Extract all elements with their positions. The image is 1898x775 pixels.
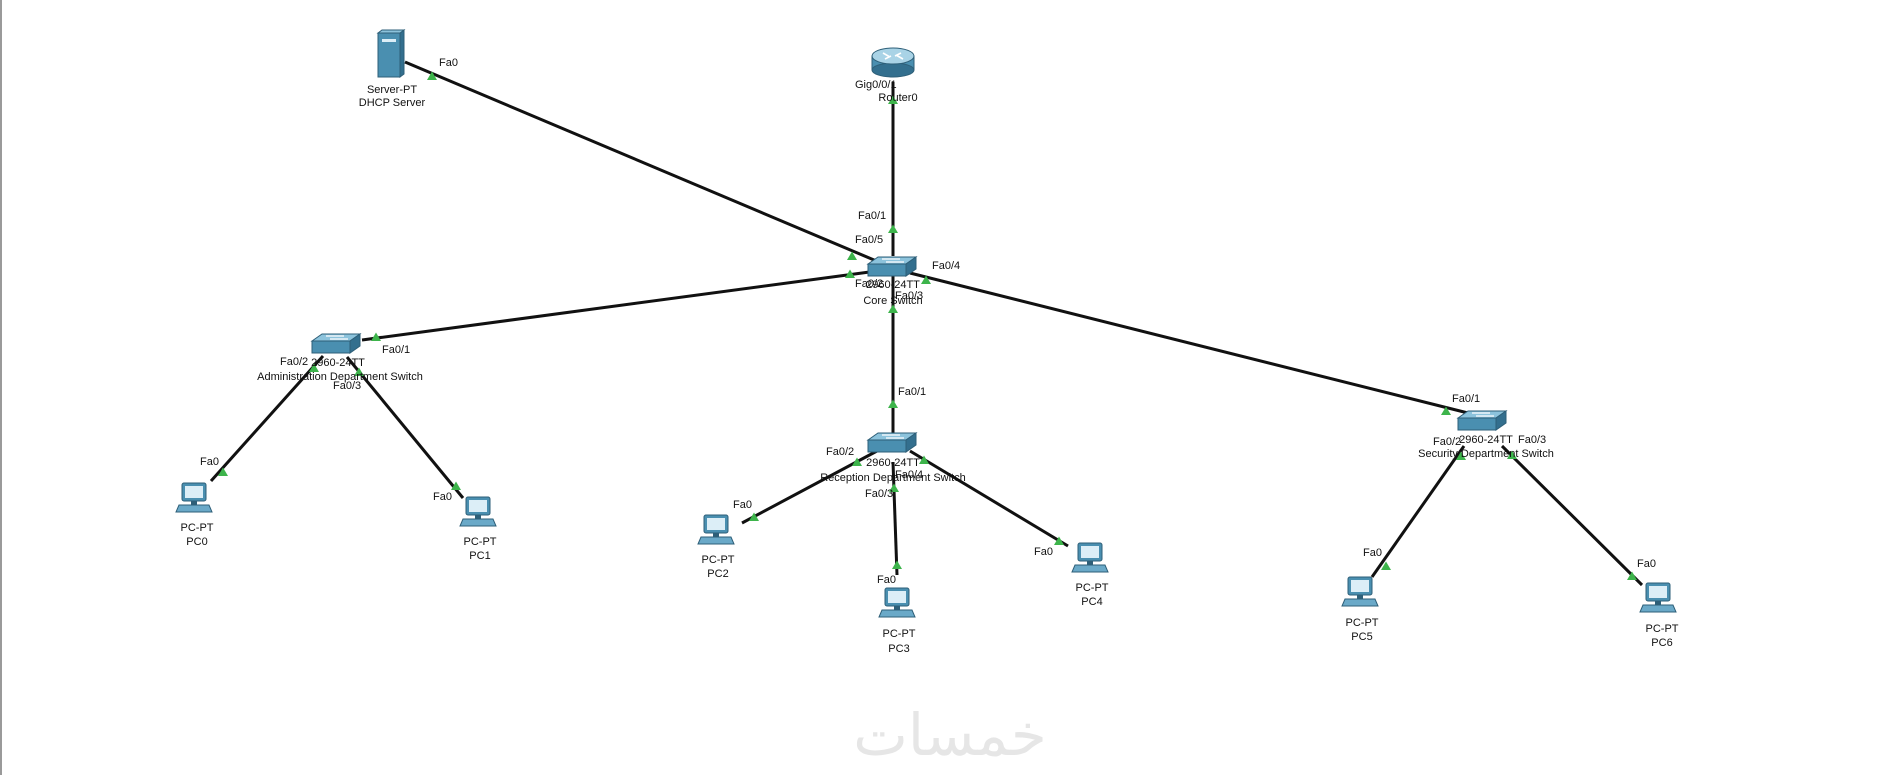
pc-icon — [1341, 576, 1379, 607]
port-label: Fa0/2 — [1433, 436, 1461, 448]
device-model-label: PC-PT — [1346, 617, 1379, 629]
device-model-label: PC-PT — [1646, 623, 1679, 635]
pc-icon — [175, 482, 213, 513]
port-label: Fa0/2 — [826, 446, 854, 458]
device-pc4[interactable]: PC-PT PC4 — [1071, 542, 1109, 608]
port-label: Fa0/4 — [895, 469, 923, 481]
device-model-label: 2960-24TT — [866, 457, 920, 469]
link-reception-pc4[interactable] — [909, 449, 1069, 548]
link-admin-pc0[interactable] — [209, 354, 325, 483]
port-labels: Fa0 Gig0/0/1 Fa0/1 Fa0/5 Fa0/4 Fa0/2 Fa0… — [200, 57, 1656, 586]
device-core-switch[interactable]: 2960-24TT Core Switch — [863, 256, 923, 307]
pc-icon — [1639, 582, 1677, 613]
device-name-label: Router0 — [878, 92, 917, 104]
link-security-pc5[interactable] — [1370, 445, 1466, 578]
link-security-pc6[interactable] — [1500, 444, 1644, 587]
device-model-label: Server-PT — [367, 84, 417, 96]
port-label: Fa0/3 — [895, 290, 923, 302]
port-label: Fa0/5 — [855, 234, 883, 246]
device-name-label: Security Department Switch — [1418, 448, 1554, 460]
link-reception-pc3[interactable] — [891, 461, 899, 576]
port-label: Fa0 — [1363, 547, 1382, 559]
link-server-core[interactable] — [404, 60, 894, 270]
server-icon — [377, 29, 405, 78]
port-label: Fa0 — [200, 456, 219, 468]
device-model-label: PC-PT — [181, 522, 214, 534]
device-admin-switch[interactable]: 2960-24TT Administration Department Swit… — [257, 333, 423, 383]
device-name-label: PC5 — [1351, 631, 1372, 643]
device-name-label: Reception Department Switch — [820, 472, 966, 484]
port-up-indicator — [892, 560, 902, 569]
port-label: Fa0/2 — [280, 356, 308, 368]
port-label: Fa0 — [1637, 558, 1656, 570]
switch-icon — [867, 256, 917, 277]
device-pc6[interactable]: PC-PT PC6 — [1639, 582, 1679, 649]
port-label: Fa0/1 — [898, 386, 926, 398]
device-name-label: Administration Department Switch — [257, 371, 423, 383]
pc-icon — [459, 496, 497, 527]
router-icon — [871, 47, 915, 78]
port-label: Fa0 — [1034, 546, 1053, 558]
pc-icon — [878, 587, 916, 618]
device-pc0[interactable]: PC-PT PC0 — [175, 482, 214, 548]
port-label: Fa0/3 — [333, 380, 361, 392]
device-name-label: Core Switch — [863, 295, 922, 307]
device-reception-switch[interactable]: 2960-24TT Reception Department Switch — [820, 432, 966, 484]
port-label: Fa0/2 — [855, 278, 883, 290]
links-layer — [209, 60, 1644, 587]
port-label: Fa0/3 — [865, 488, 893, 500]
port-up-indicator — [888, 224, 898, 233]
port-label: Fa0/4 — [932, 260, 960, 272]
link-core-security[interactable] — [909, 271, 1469, 415]
pc-icon — [697, 514, 735, 545]
switch-icon — [867, 432, 917, 453]
device-pc2[interactable]: PC-PT PC2 — [697, 514, 735, 580]
port-label: Fa0/1 — [382, 344, 410, 356]
device-model-label: 2960-24TT — [866, 279, 920, 291]
device-dhcp-server[interactable]: Server-PT DHCP Server — [359, 29, 426, 109]
link-core-admin[interactable] — [361, 269, 878, 342]
device-pc3[interactable]: PC-PT PC3 — [878, 587, 916, 655]
port-label: Fa0/3 — [1518, 434, 1546, 446]
port-label: Fa0/1 — [1452, 393, 1480, 405]
switch-icon — [1457, 410, 1507, 431]
switch-icon — [311, 333, 361, 354]
device-name-label: PC3 — [888, 643, 909, 655]
port-label: Fa0 — [877, 574, 896, 586]
device-pc5[interactable]: PC-PT PC5 — [1341, 576, 1379, 643]
device-model-label: 2960-24TT — [1459, 434, 1513, 446]
device-name-label: PC1 — [469, 550, 490, 562]
port-label: Fa0 — [439, 57, 458, 69]
link-admin-pc1[interactable] — [345, 356, 465, 499]
port-label: Gig0/0/1 — [855, 79, 897, 91]
device-name-label: DHCP Server — [359, 97, 426, 109]
device-router0[interactable]: Router0 — [871, 47, 918, 104]
device-name-label: PC4 — [1081, 596, 1102, 608]
device-model-label: PC-PT — [702, 554, 735, 566]
device-name-label: PC6 — [1651, 637, 1672, 649]
device-model-label: PC-PT — [464, 536, 497, 548]
pc-icon — [1071, 542, 1109, 573]
device-model-label: PC-PT — [883, 628, 916, 640]
port-label: Fa0 — [433, 491, 452, 503]
device-security-switch[interactable]: 2960-24TT Security Department Switch — [1418, 410, 1554, 460]
device-name-label: PC0 — [186, 536, 207, 548]
device-model-label: PC-PT — [1076, 582, 1109, 594]
device-pc1[interactable]: PC-PT PC1 — [459, 496, 497, 562]
left-border — [0, 0, 2, 775]
port-label: Fa0 — [733, 499, 752, 511]
port-label: Fa0/1 — [858, 210, 886, 222]
watermark: خمسات — [853, 701, 1046, 769]
port-up-indicator — [888, 399, 898, 408]
device-name-label: PC2 — [707, 568, 728, 580]
device-model-label: 2960-24TT — [311, 357, 365, 369]
